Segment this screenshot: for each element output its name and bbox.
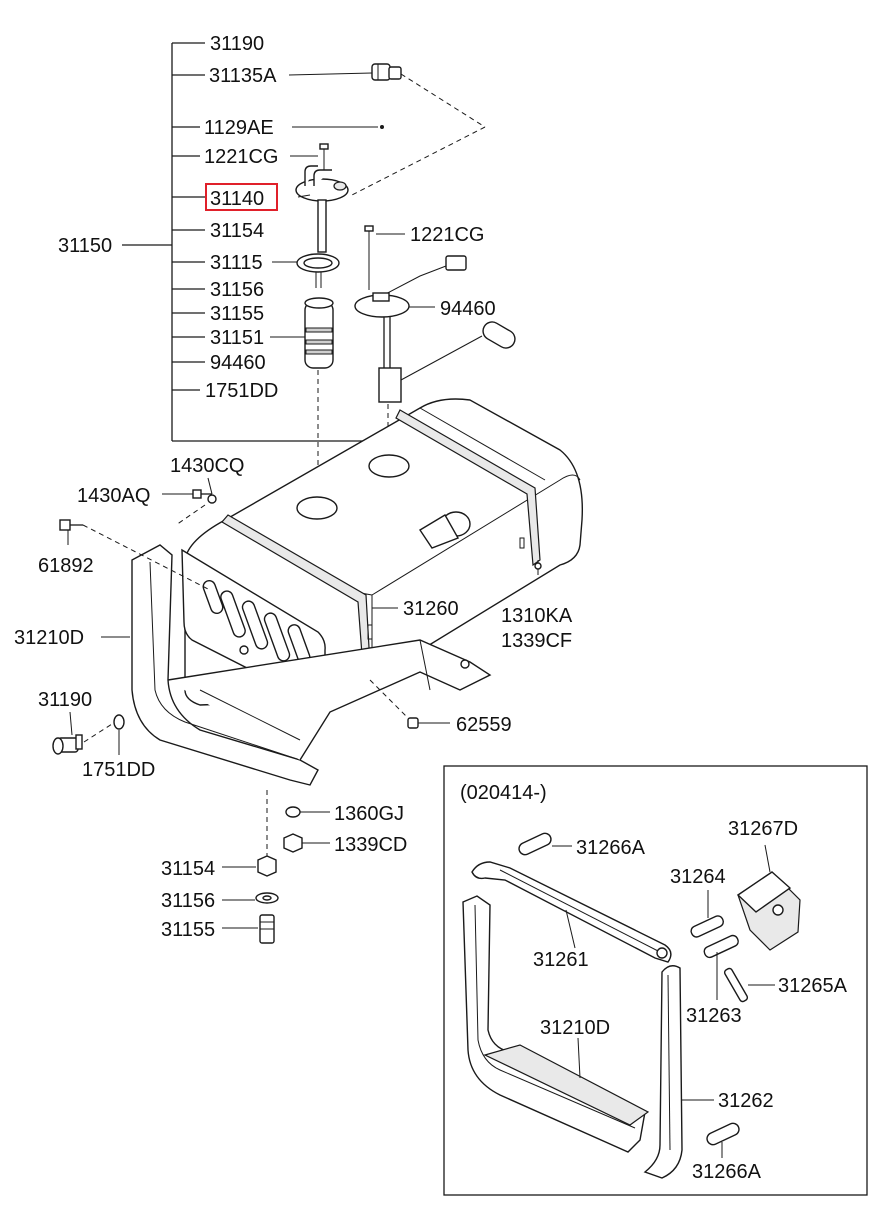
label-1221CG-sender: 1221CG	[410, 224, 485, 246]
label-31264: 31264	[670, 866, 726, 888]
assembly-bracket-31150	[122, 42, 395, 442]
nut-1339CD	[283, 833, 330, 853]
label-31155-bottom: 31155	[161, 919, 215, 941]
washer-1430CQ	[175, 477, 217, 526]
pin-31263	[703, 934, 739, 1000]
label-94460-list: 94460	[210, 352, 266, 374]
label-31265A: 31265A	[778, 975, 848, 997]
label-31190-top: 31190	[210, 33, 264, 55]
label-1310KA: 1310KA	[501, 605, 573, 627]
label-1339CD: 1339CD	[334, 834, 407, 856]
check-valve-31135A	[288, 63, 486, 197]
fuel-sender-94460	[354, 225, 516, 460]
label-1751DD-valve: 1751DD	[82, 759, 155, 781]
clamp-1751DD	[83, 714, 125, 755]
label-31156-bottom: 31156	[161, 890, 215, 912]
drain-valve-31190	[52, 711, 83, 755]
label-31210D-inset: 31210D	[540, 1017, 610, 1039]
pin-31266A-top	[518, 832, 572, 856]
part-labels-main: 31190 31135A 1129AE 1221CG 31140 31154 3…	[14, 33, 573, 941]
gasket-31115	[272, 253, 340, 288]
label-31150: 31150	[58, 235, 112, 257]
label-1129AE: 1129AE	[204, 117, 274, 139]
frame-31210D-inset	[462, 895, 650, 1153]
label-31190-valve: 31190	[38, 689, 92, 711]
fuel-pump-31151	[270, 297, 334, 492]
label-31135A: 31135A	[209, 65, 277, 87]
label-1751DD-top: 1751DD	[205, 380, 278, 402]
label-31260: 31260	[403, 598, 459, 620]
label-31266A-top: 31266A	[576, 837, 646, 859]
highlight-31140	[205, 183, 278, 211]
label-31263: 31263	[686, 1005, 742, 1027]
pin-31264	[690, 890, 724, 938]
label-31154-bottom: 31154	[161, 858, 215, 880]
label-31115: 31115	[210, 252, 263, 274]
support-frame-31210D	[101, 544, 492, 786]
label-31140[interactable]: 31140	[210, 188, 264, 210]
inset-revision-box: (020414-) 31266A 31267D 31264 31263 3126…	[443, 765, 868, 1196]
label-1430CQ: 1430CQ	[170, 455, 245, 477]
pump-flange-31140	[295, 165, 349, 253]
washer-1360GJ	[285, 806, 330, 818]
bolt-61892	[59, 519, 211, 591]
label-31154-top: 31154	[210, 220, 264, 242]
pin-31266A-bottom	[706, 1122, 740, 1158]
strap-31262	[643, 965, 714, 1179]
label-31156-top: 31156	[210, 279, 264, 301]
label-31151: 31151	[210, 327, 264, 349]
label-31155-top: 31155	[210, 303, 264, 325]
label-31267D: 31267D	[728, 818, 798, 840]
label-61892: 61892	[38, 555, 94, 577]
bottom-mount-stack	[222, 790, 279, 944]
bolt-1310KA	[534, 560, 542, 575]
strap-31261	[471, 861, 672, 963]
inset-title: (020414-)	[460, 782, 547, 804]
label-1339CF: 1339CF	[501, 630, 572, 652]
label-31262: 31262	[718, 1090, 774, 1112]
label-94460-sender: 94460	[440, 298, 496, 320]
label-31261: 31261	[533, 949, 589, 971]
label-1360GJ: 1360GJ	[334, 803, 404, 825]
label-62559: 62559	[456, 714, 512, 736]
screw-1221CG-pump	[290, 143, 329, 170]
block-31267D	[736, 844, 801, 951]
label-1221CG-pump: 1221CG	[204, 146, 279, 168]
bolt-1430AQ	[162, 489, 212, 499]
nut-62559	[369, 679, 450, 729]
label-31266A-bottom: 31266A	[692, 1161, 762, 1183]
pin-31265A	[723, 967, 775, 1003]
label-1430AQ: 1430AQ	[77, 485, 150, 507]
screw-1129AE	[292, 125, 384, 129]
label-31210D-main: 31210D	[14, 627, 84, 649]
